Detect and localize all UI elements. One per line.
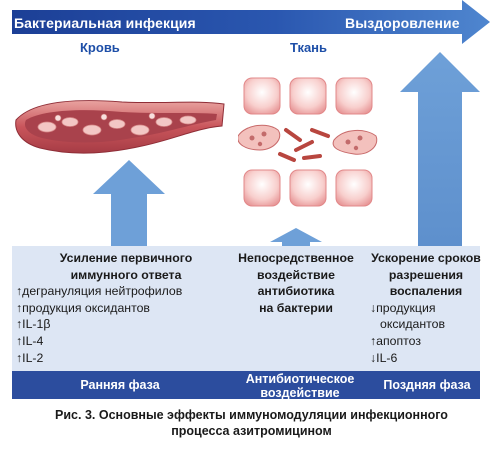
- late-effects-heading: Ускорение сроков разрешения воспаления: [370, 250, 482, 300]
- late-effect-item: ↓IL-6: [370, 350, 398, 365]
- late-effect-item: ↓продукция: [370, 300, 436, 315]
- effects-panel: [12, 246, 480, 372]
- banner-label-infection: Бактериальная инфекция: [14, 15, 196, 31]
- phase-antibiotic-label: Антибиотическое воздействие: [232, 372, 368, 400]
- phase-antibiotic-line: воздействие: [260, 386, 340, 400]
- early-heading-line: иммунного ответа: [70, 267, 182, 282]
- phase-bar: [12, 371, 480, 399]
- early-effects-heading: Усиление первичного иммунного ответа: [16, 250, 236, 283]
- direct-effect-column: Непосредственное воздействие антибиотика…: [236, 250, 356, 316]
- phase-late-label: Поздняя фаза: [383, 378, 471, 392]
- early-phase-up-arrow: [93, 160, 165, 252]
- early-heading-line: Усиление первичного: [59, 251, 193, 265]
- tissue-illustration: [238, 77, 378, 207]
- direct-heading-line: антибиотика: [257, 284, 335, 299]
- phase-early-label: Ранняя фаза: [80, 378, 160, 392]
- direct-heading-line: на бактерии: [259, 300, 333, 315]
- late-effect-item: ↑апоптоз: [370, 333, 421, 348]
- figure-caption: Рис. 3. Основные эффекты иммуномодуляции…: [0, 407, 503, 439]
- early-effect-item: ↑дегрануляция нейтрофилов: [16, 284, 183, 299]
- progression-banner-arrow: [12, 0, 490, 44]
- late-heading-line: Ускорение сроков: [371, 251, 481, 265]
- late-effects-column: Ускорение сроков разрешения воспаления ↓…: [370, 250, 482, 366]
- late-heading-line: воспаления: [389, 284, 463, 299]
- late-heading-line: разрешения: [388, 267, 464, 282]
- direct-heading-line: воздействие: [257, 267, 335, 282]
- section-label-tissue: Ткань: [290, 40, 328, 55]
- late-effect-item: оксидантов: [380, 317, 446, 332]
- caption-line: процесса азитромицином: [171, 424, 332, 438]
- early-effect-item: ↑IL-2: [16, 350, 44, 365]
- section-label-blood: Кровь: [80, 40, 120, 55]
- early-effect-item: ↑IL-1β: [16, 317, 51, 332]
- early-effect-item: ↑IL-4: [16, 333, 44, 348]
- blood-vessel-illustration: [15, 100, 225, 154]
- early-effect-item: ↑продукция оксидантов: [16, 300, 150, 315]
- phase-antibiotic-line: Антибиотическое: [245, 372, 355, 386]
- direct-effect-heading: Непосредственное воздействие антибиотика…: [236, 250, 356, 316]
- banner-label-recovery: Выздоровление: [345, 15, 460, 31]
- direct-heading-line: Непосредственное: [238, 251, 354, 265]
- caption-line: Рис. 3. Основные эффекты иммуномодуляции…: [55, 408, 448, 422]
- recovery-up-arrow: [400, 52, 480, 256]
- early-effects-column: Усиление первичного иммунного ответа ↑де…: [16, 250, 236, 366]
